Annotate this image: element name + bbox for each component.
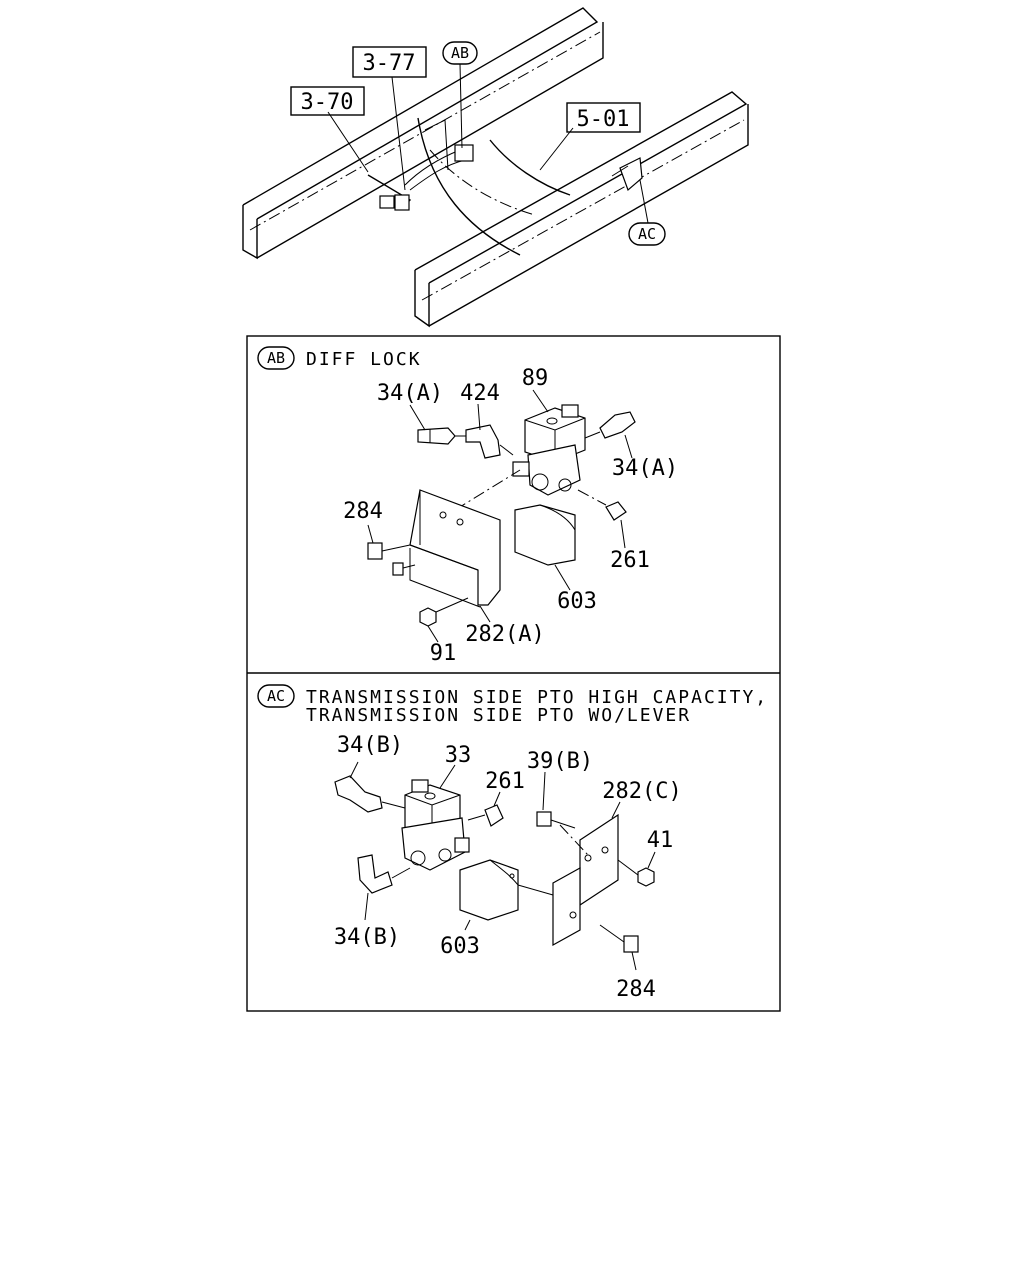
svg-text:5-01: 5-01 <box>577 107 630 132</box>
ref-box-5-01[interactable]: 5-01 <box>566 102 641 133</box>
label-424: 424 <box>460 381 500 406</box>
label-41: 41 <box>647 828 674 853</box>
svg-text:3-77: 3-77 <box>363 51 416 76</box>
chassis-frame <box>242 7 749 328</box>
panel-ab-header: AB DIFF LOCK <box>257 346 422 370</box>
label-91: 91 <box>430 641 457 666</box>
label-284-ab: 284 <box>343 499 383 524</box>
label-603-ab: 603 <box>557 589 597 614</box>
label-34a-right: 34(A) <box>612 456 678 481</box>
label-282a: 282(A) <box>465 622 544 647</box>
bracket-282c <box>517 813 619 947</box>
label-33: 33 <box>445 743 472 768</box>
svg-text:TRANSMISSION SIDE PTO WO/LEVER: TRANSMISSION SIDE PTO WO/LEVER <box>306 705 691 726</box>
tag-ac-overview: AC <box>628 222 666 246</box>
svg-text:AB: AB <box>267 349 285 367</box>
svg-text:AC: AC <box>638 225 656 243</box>
label-39b: 39(B) <box>527 749 593 774</box>
bolts-ab <box>367 542 469 627</box>
svg-text:AB: AB <box>451 44 469 62</box>
label-34b-bottom: 34(B) <box>334 925 400 950</box>
svg-text:3-70: 3-70 <box>301 90 354 115</box>
bolts-ac <box>536 811 655 953</box>
label-89: 89 <box>522 366 549 391</box>
svg-text:TRANSMISSION SIDE PTO HIGH CAP: TRANSMISSION SIDE PTO HIGH CAPACITY, <box>306 687 768 708</box>
panel-ac-header: AC TRANSMISSION SIDE PTO HIGH CAPACITY, … <box>257 684 768 726</box>
tag-ab-overview: AB <box>442 41 478 65</box>
shield-603-ac <box>459 859 519 921</box>
label-34a-left: 34(A) <box>377 381 443 406</box>
label-34b-top: 34(B) <box>337 733 403 758</box>
label-284-ac: 284 <box>616 977 656 1002</box>
label-282c: 282(C) <box>602 779 681 804</box>
svg-text:AC: AC <box>267 687 285 705</box>
diff-lock-valve <box>417 404 636 521</box>
bracket-282a <box>409 489 501 608</box>
shield-603-ab <box>514 504 576 566</box>
label-603-ac: 603 <box>440 934 480 959</box>
svg-text:DIFF LOCK: DIFF LOCK <box>306 349 422 370</box>
ref-box-3-70[interactable]: 3-70 <box>290 86 365 116</box>
label-261-ac: 261 <box>485 769 525 794</box>
label-261-ab: 261 <box>610 548 650 573</box>
pto-valve <box>334 775 504 894</box>
ref-box-3-77[interactable]: 3-77 <box>352 46 427 78</box>
